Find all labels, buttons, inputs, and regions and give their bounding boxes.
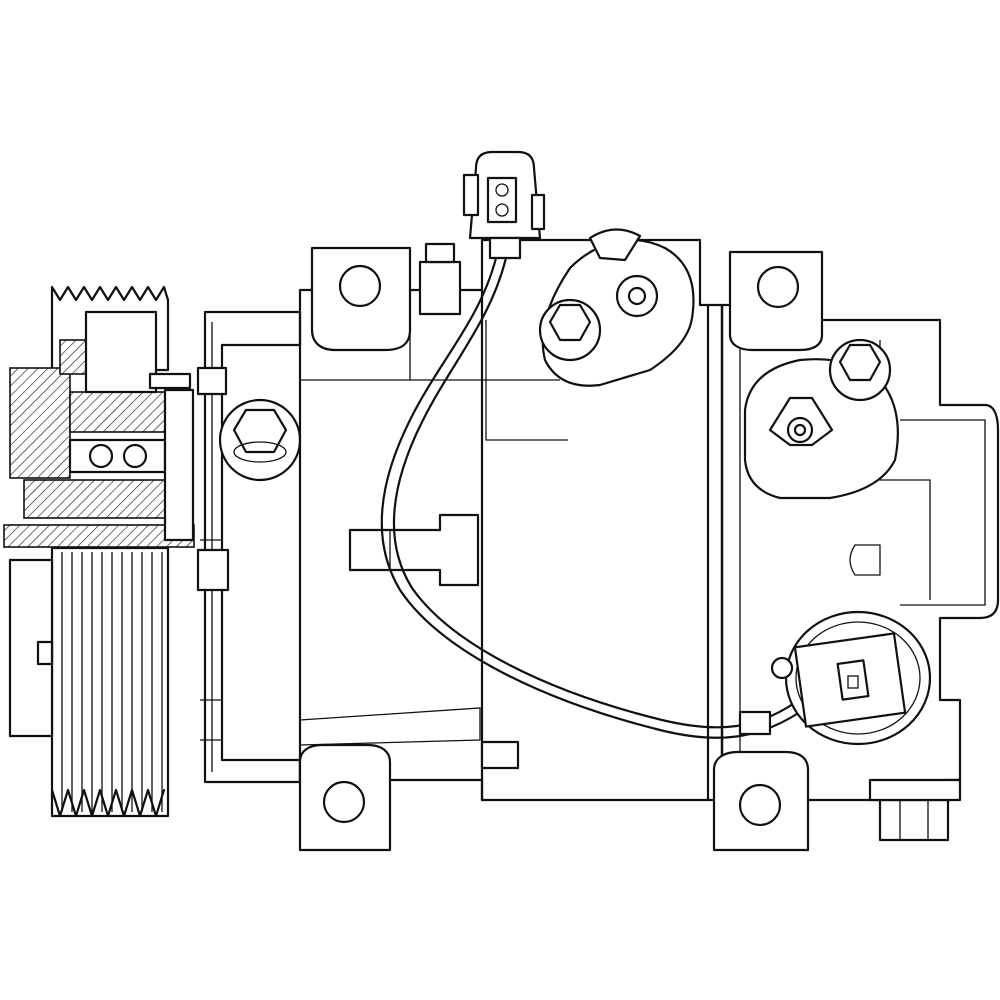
pulley bbox=[50, 285, 170, 818]
rear-head bbox=[720, 293, 1000, 802]
discharge-port bbox=[743, 338, 899, 500]
bottom-mount-right bbox=[712, 750, 810, 852]
top-mount-left bbox=[310, 242, 462, 352]
bottom-right-fitting bbox=[868, 778, 962, 842]
front-housing bbox=[196, 310, 302, 784]
pulley-grooves bbox=[61, 552, 163, 812]
clutch-section bbox=[3, 310, 195, 738]
pressure-switch bbox=[770, 610, 932, 746]
suction-port bbox=[538, 228, 695, 387]
top-mount-right bbox=[728, 250, 824, 352]
compressor-body bbox=[298, 238, 724, 802]
harness-wire bbox=[380, 256, 802, 739]
electrical-connector bbox=[462, 150, 546, 260]
bottom-mount-left bbox=[298, 743, 392, 852]
